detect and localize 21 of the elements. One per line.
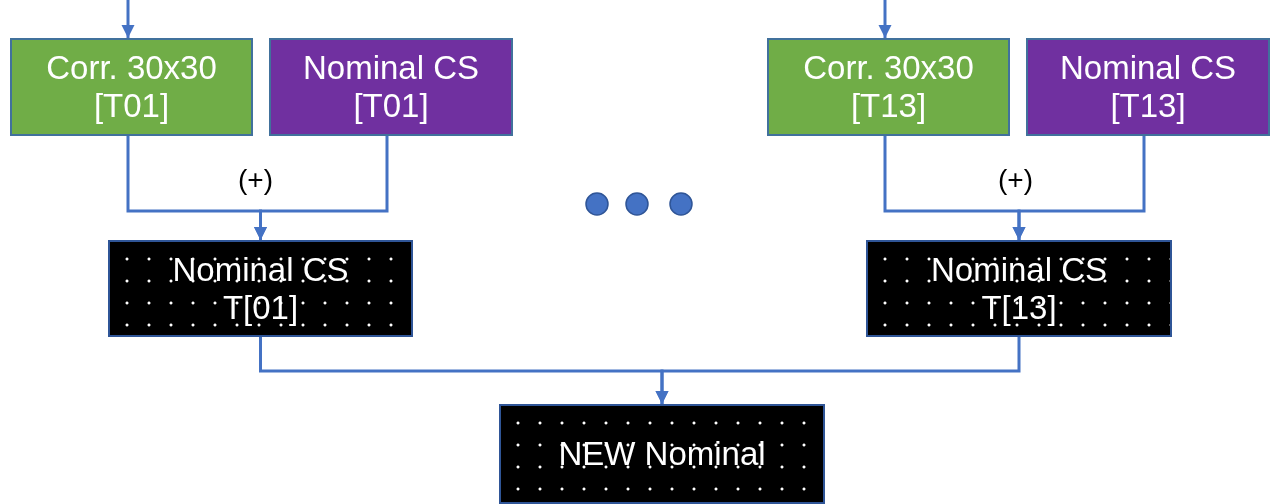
- dotted-box: [499, 404, 825, 504]
- box-label: Nominal CS T[13]: [929, 250, 1109, 327]
- box-label: NEW Nominal: [558, 435, 766, 473]
- arrow: [878, 0, 892, 38]
- process-box: [269, 38, 513, 136]
- process-box: [1026, 38, 1270, 136]
- box-label: Nominal CS T[01]: [171, 250, 350, 327]
- dotted-box: [866, 240, 1172, 337]
- box-label: Nominal CS [T01]: [301, 49, 481, 125]
- arrow: [253, 136, 389, 240]
- operator-label: (+): [998, 164, 1033, 196]
- box-label: Nominal CS [T13]: [1058, 49, 1238, 125]
- process-box: [10, 38, 253, 136]
- operator-label: (+): [238, 164, 273, 196]
- box-label: Corr. 30x30 [T13]: [802, 49, 975, 125]
- box-label: Corr. 30x30 [T01]: [45, 49, 218, 125]
- arrow: [655, 337, 1021, 404]
- arrow: [1012, 136, 1146, 240]
- dotted-box: [108, 240, 413, 337]
- arrow: [121, 0, 135, 38]
- process-box: [767, 38, 1010, 136]
